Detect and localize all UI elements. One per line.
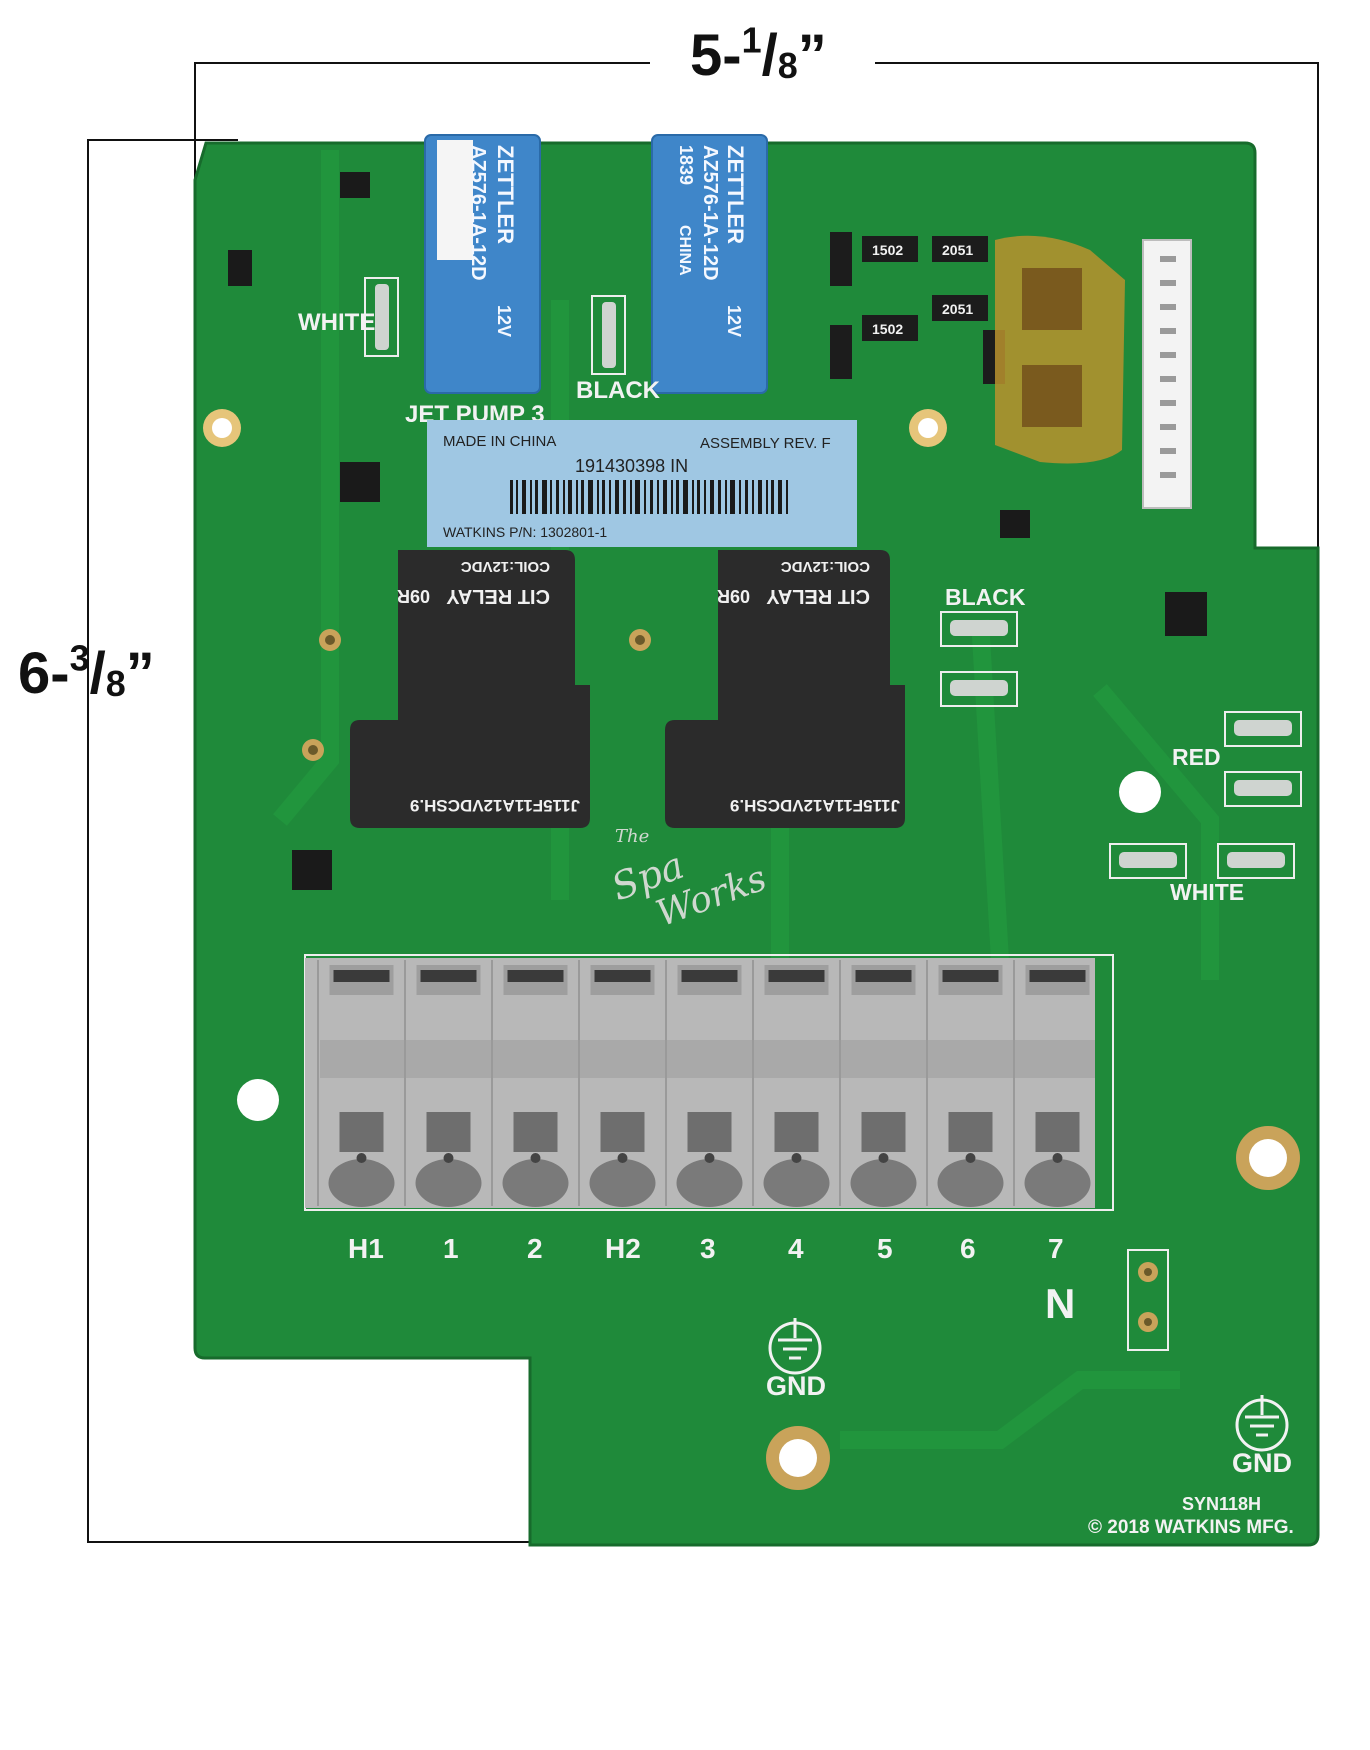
ic-u3 [292,850,332,890]
jumper-j2 [591,295,626,375]
resistor-r3 [932,295,988,321]
terminal-cell [1013,960,1091,1207]
terminal-cell [665,960,743,1207]
terminal-cell [839,960,917,1207]
svg-text:1502: 1502 [872,242,903,258]
ground-symbol-icon [768,1318,822,1375]
resistor-r1 [862,236,918,262]
terminal-label-6: 6 [960,1233,976,1264]
big-relay-brand: CIT RELAY [446,585,550,607]
terminal-cell [491,960,569,1207]
sticker-assembly: ASSEMBLY REV. F [700,435,831,452]
big-relay-coil: COIL:12VDC [461,558,550,575]
big-relay-left: CIT RELAY COIL:12VDC 09R J115F11A12VDCSH… [350,550,590,828]
connector-j10 [1127,1249,1169,1351]
width-line-right [875,62,1319,550]
silk-neutral-label: N [1045,1280,1075,1327]
terminal-label-4: 4 [788,1233,804,1264]
sticker-serial: 191430398 IN [575,456,688,476]
silk-model-label: SYN118H [1182,1494,1261,1514]
terminal-label-1: 1 [443,1233,459,1264]
ic-u101 [340,172,370,198]
taped-optocouplers [995,235,1125,464]
terminal-block-j9 [304,954,1114,1211]
terminal-cell [578,960,656,1207]
sticker-made-in: MADE IN CHINA [443,433,556,450]
svg-text:2051: 2051 [942,301,973,317]
terminal-label-h2: H2 [605,1233,641,1264]
small-relay-voltage: 12V [494,305,514,337]
small-relay-model: AZ576-1A-12D [699,145,721,281]
silk-white-label: WHITE [298,309,375,336]
silk-white-label-2: WHITE [1170,879,1244,905]
big-relay-right: CIT RELAY COIL:12VDC 09R J115F11A12VDCSH… [665,550,905,828]
small-relay-k1: ZETTLER AZ576-1A-12D 12V [424,134,541,394]
silk-black-label-2: BLACK [945,584,1026,610]
terminal-cell [752,960,830,1207]
silk-copyright-label: © 2018 WATKINS MFG. [1088,1517,1294,1538]
resistor-r4 [862,315,918,341]
ic-u2 [1165,592,1207,636]
big-relay-brand: CIT RELAY [766,585,870,607]
svg-text:2051: 2051 [942,242,973,258]
mounting-holes [203,409,1300,1490]
terminal-labels: H1 1 2 H2 3 4 5 6 7 [348,1233,1064,1264]
small-relay-model: AZ576-1A-12D [467,145,489,281]
sticker-part-number: WATKINS P/N: 1302801-1 [443,524,607,540]
terminal-cell [404,960,482,1207]
ic-u1 [340,462,380,502]
silk-gnd-label-2: GND [1232,1448,1292,1478]
jumper-j1 [364,277,399,357]
terminal-cell [926,960,1004,1207]
big-relay-coil: COIL:12VDC [781,558,870,575]
big-relay-rating: J115F11A12VDCSH.9 [730,796,900,815]
width-dimension-label: 5-1/8” [690,19,827,88]
mount-hole [1119,771,1161,813]
resistor-r2 [932,236,988,262]
jumpers-right [940,611,1302,879]
big-relay-code: 09R [397,586,430,606]
silk-red-label: RED [1172,744,1221,770]
ic-u100 [1000,510,1030,538]
small-relay-voltage: 12V [724,305,744,337]
small-ics [228,172,1207,890]
small-relay-origin: CHINA [676,225,693,276]
ic-u102 [228,250,252,286]
silk-black-label: BLACK [576,377,661,404]
small-relay-brand: ZETTLER [723,145,748,244]
small-relay-brand: ZETTLER [493,145,518,244]
big-relay-rating: J115F11A12VDCSH.9 [410,796,580,815]
svg-text:1502: 1502 [872,321,903,337]
ground-symbol-icon [1235,1395,1289,1452]
terminal-label-3: 3 [700,1233,716,1264]
big-relay-code: 09R [717,586,750,606]
terminal-label-h1: H1 [348,1233,384,1264]
label-sticker: MADE IN CHINA ASSEMBLY REV. F 191430398 … [427,420,857,547]
silk-gnd-label: GND [766,1371,826,1401]
terminal-label-7: 7 [1048,1233,1064,1264]
terminal-label-5: 5 [877,1233,893,1264]
height-line [87,139,540,1543]
terminal-cell [317,960,395,1207]
terminal-label-2: 2 [527,1233,543,1264]
dimension-lines [87,62,1319,1543]
smd-resistors: 1502 2051 1502 2051 [830,232,1005,384]
sticker-barcode [510,480,788,514]
connector-j3 [1142,239,1192,509]
mount-hole [237,1079,279,1121]
small-relay-k2: ZETTLER AZ576-1A-12D 1839 CHINA 12V [651,134,768,394]
height-dimension-label: 6-3/8” [18,637,155,706]
small-relay-code: 1839 [676,145,696,185]
svg-text:The: The [615,826,649,847]
